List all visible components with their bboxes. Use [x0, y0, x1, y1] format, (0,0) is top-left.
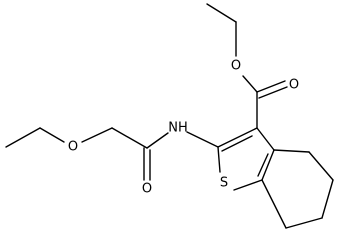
bond-nh-amide-c	[146, 132, 169, 149]
bond-o-ether-ch2	[39, 127, 65, 143]
atom-n-amide: NH	[168, 121, 188, 136]
bond-s-c7a	[233, 179, 263, 191]
bond-ch2-o-ether	[81, 127, 113, 143]
bond-o-carbonyl-c	[242, 75, 258, 93]
bond-c3-c2-inner	[221, 135, 253, 152]
bond-ethyl2-ch2-ch3	[5, 127, 41, 148]
bond-c5-c6	[321, 179, 334, 219]
bond-c3a-c4	[273, 149, 310, 153]
bond-c4-c5	[308, 151, 334, 181]
bond-carbonyl-double-b	[258, 86, 288, 99]
atom-o-amide: O	[142, 182, 152, 197]
atom-o-ether: O	[68, 140, 78, 155]
bond-c3a-c7a	[261, 149, 275, 181]
bond-c3a-c7a-inner	[257, 153, 269, 177]
bond-c7-c7a	[261, 179, 287, 229]
bond-c6-c7	[285, 217, 323, 229]
bond-carbonyl-double-a	[256, 80, 286, 93]
bond-amide-c-ch2	[111, 127, 148, 149]
atom-o-ester-double: O	[289, 78, 299, 93]
bond-c2-nh	[186, 131, 219, 148]
bond-c2-s	[217, 146, 221, 173]
bond-c3-c2	[217, 127, 258, 148]
atom-o-ester-single: O	[231, 59, 241, 74]
bond-ethyl-ch3-ch2	[206, 3, 237, 23]
atom-s-thiophene: S	[220, 176, 228, 191]
bond-c3-c3a	[256, 127, 275, 151]
